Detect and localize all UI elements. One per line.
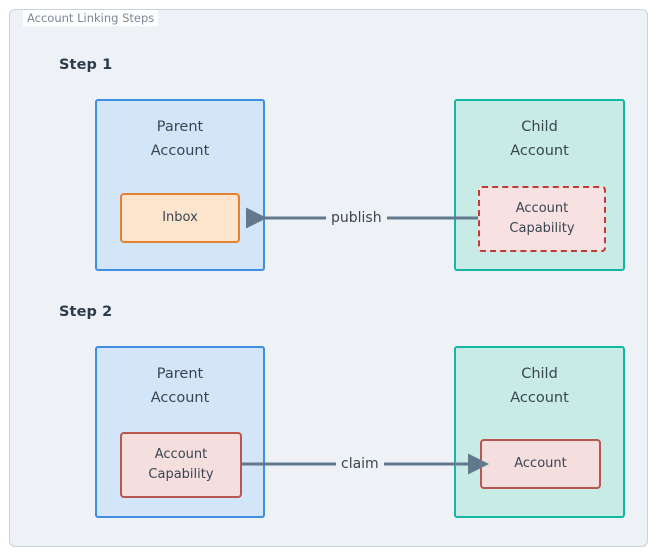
step-2-child-account-box[interactable]: Child Account [454,346,625,518]
step-1-parent-account-title: Parent Account [150,119,210,159]
claim-edge-label: claim [336,455,384,473]
step-2-label: Step 2 [59,304,113,320]
step-1-account-capability-box[interactable]: Account Capability [478,186,606,252]
step-1-child-account-title: Child Account [510,119,569,159]
step-2-parent-account-title: Parent Account [150,366,210,406]
step-1-inbox-box[interactable]: Inbox [120,193,240,243]
diagram-legend-title: Account Linking Steps [23,10,159,26]
step-2-account-capability-box[interactable]: Account Capability [120,432,242,498]
step-1-label: Step 1 [59,57,113,73]
step-2-child-account-title: Child Account [510,366,569,406]
step-1-parent-account-box[interactable]: Parent Account [95,99,265,271]
account-linking-diagram-frame: Account Linking Steps Step 1 Parent Acco… [9,9,648,547]
publish-edge-label: publish [326,209,387,227]
step-2-account-box[interactable]: Account [480,439,601,489]
